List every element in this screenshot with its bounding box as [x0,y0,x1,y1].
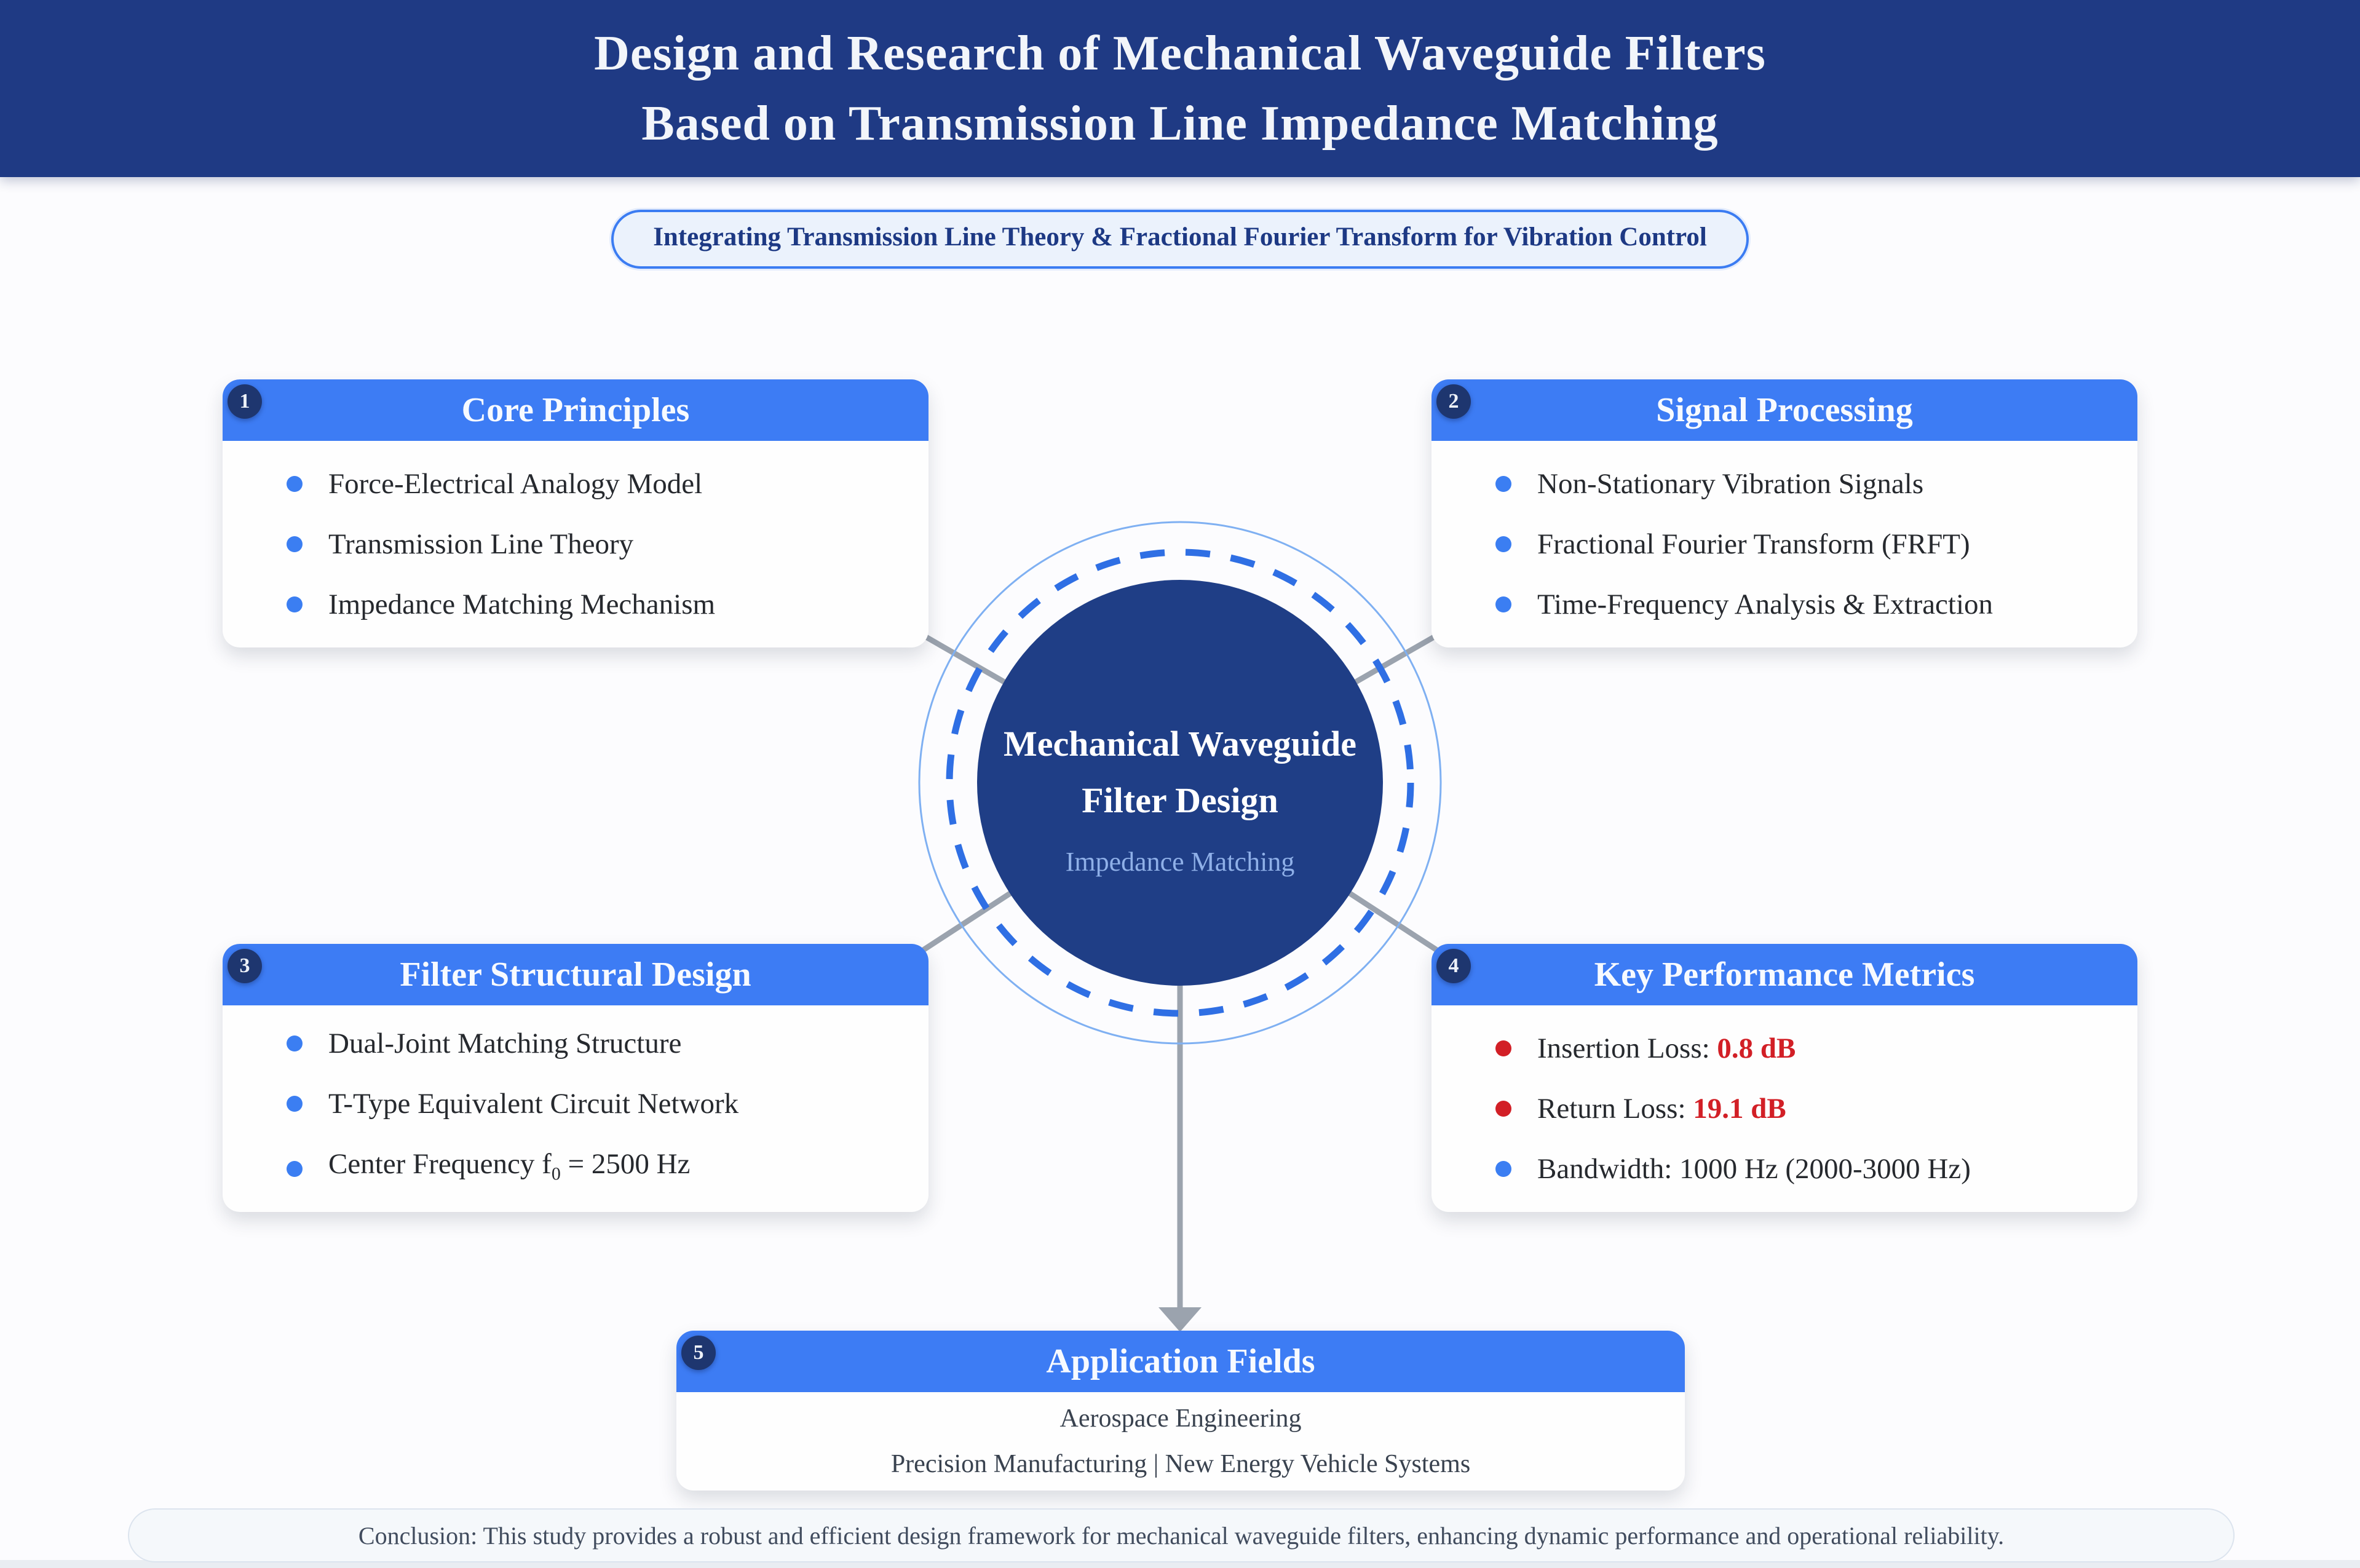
application-line: Aerospace Engineering [1059,1404,1302,1433]
card-title: Filter Structural Design [400,956,751,994]
bullet-dot-icon [287,1095,303,1112]
metric-text: Bandwidth: 1000 Hz (2000-3000 Hz) [1537,1152,1971,1186]
card-signal-processing-body: Non-Stationary Vibration Signals Fractio… [1431,441,2137,647]
card-title: Core Principles [461,391,690,429]
list-item: T-Type Equivalent Circuit Network [287,1087,929,1120]
formula-suffix: = 2500 Hz [560,1147,691,1180]
list-item: Impedance Matching Mechanism [287,588,929,621]
bullet-dot-icon [287,476,303,492]
card-key-performance-metrics-header: 4 Key Performance Metrics [1431,944,2137,1005]
card-title: Key Performance Metrics [1594,956,1975,994]
card-application-fields-body: Aerospace Engineering Precision Manufact… [676,1392,1685,1491]
center-title-line2: Filter Design [1082,780,1278,820]
center-circle [977,580,1383,986]
list-item-text: T-Type Equivalent Circuit Network [328,1087,739,1120]
card-core-principles-header: 1 Core Principles [223,379,929,441]
application-line: Precision Manufacturing | New Energy Veh… [890,1450,1471,1478]
list-item-text: Non-Stationary Vibration Signals [1537,468,1924,500]
list-item: Center Frequency f0 = 2500 Hz [287,1147,929,1190]
list-item: Return Loss: 19.1 dB [1495,1092,2137,1125]
list-item: Fractional Fourier Transform (FRFT) [1495,528,2137,561]
formula-subscript: 0 [551,1163,561,1184]
card-title: Application Fields [1046,1342,1315,1380]
list-item-text: Dual-Joint Matching Structure [328,1027,682,1059]
card-core-principles: 1 Core Principles Force-Electrical Analo… [223,379,929,647]
list-item: Bandwidth: 1000 Hz (2000-3000 Hz) [1495,1152,2137,1186]
list-item: Time-Frequency Analysis & Extraction [1495,588,2137,621]
card-filter-structural-design: 3 Filter Structural Design Dual-Joint Ma… [223,944,929,1212]
bullet-dot-icon [287,1035,303,1051]
card-key-performance-metrics-body: Insertion Loss: 0.8 dB Return Loss: 19.1… [1431,1005,2137,1212]
metric-value: 0.8 dB [1717,1032,1796,1064]
bullet-dot-icon [1495,1101,1511,1117]
number-badge: 1 [228,384,262,419]
bullet-dot-icon [287,596,303,612]
list-item: Non-Stationary Vibration Signals [1495,467,2137,501]
list-item-text: Transmission Line Theory [328,528,634,560]
number-badge: 2 [1436,384,1471,419]
number-badge: 4 [1436,949,1471,983]
outer-ring [918,521,1442,1045]
page-header: Design and Research of Mechanical Wavegu… [0,0,2360,177]
bullet-dot-icon [287,1160,303,1177]
list-item: Transmission Line Theory [287,528,929,561]
metric-text: Return Loss: 19.1 dB [1537,1092,1786,1125]
conclusion-text: Conclusion: This study provides a robust… [358,1521,2005,1550]
list-item-text: Fractional Fourier Transform (FRFT) [1537,528,1970,560]
metric-label: Return Loss: [1537,1093,1693,1125]
subtitle-banner: Integrating Transmission Line Theory & F… [611,210,1749,269]
list-item-text: Center Frequency f0 = 2500 Hz [328,1147,690,1190]
page-title-line1: Design and Research of Mechanical Wavegu… [594,26,1766,81]
formula-prefix: Center Frequency f [328,1147,552,1180]
page-title-line2: Based on Transmission Line Impedance Mat… [641,97,1719,151]
bullet-dot-icon [1495,476,1511,492]
card-title: Signal Processing [1656,391,1913,429]
metric-value: 19.1 dB [1693,1093,1786,1125]
card-key-performance-metrics: 4 Key Performance Metrics Insertion Loss… [1431,944,2137,1212]
dashed-ring [946,548,1414,1017]
list-item-text: Impedance Matching Mechanism [328,588,716,620]
metric-label: Bandwidth: 1000 Hz (2000-3000 Hz) [1537,1153,1971,1185]
subtitle-banner-wrap: Integrating Transmission Line Theory & F… [0,210,2360,269]
card-filter-structural-design-header: 3 Filter Structural Design [223,944,929,1005]
number-badge: 3 [228,949,262,983]
card-signal-processing: 2 Signal Processing Non-Stationary Vibra… [1431,379,2137,647]
metric-text: Insertion Loss: 0.8 dB [1537,1032,1796,1065]
card-core-principles-body: Force-Electrical Analogy Model Transmiss… [223,441,929,647]
card-application-fields: 5 Application Fields Aerospace Engineeri… [676,1331,1685,1491]
list-item-text: Force-Electrical Analogy Model [328,468,703,500]
card-filter-structural-design-body: Dual-Joint Matching Structure T-Type Equ… [223,1005,929,1212]
bullet-dot-icon [1495,1040,1511,1056]
card-application-fields-header: 5 Application Fields [676,1331,1685,1392]
list-item-text: Time-Frequency Analysis & Extraction [1537,588,1994,620]
list-item: Force-Electrical Analogy Model [287,467,929,501]
card-signal-processing-header: 2 Signal Processing [1431,379,2137,441]
conclusion-bar: Conclusion: This study provides a robust… [128,1508,2235,1562]
list-item: Insertion Loss: 0.8 dB [1495,1032,2137,1065]
arrow-head-icon [1158,1307,1202,1332]
bullet-dot-icon [287,536,303,552]
center-subtitle: Impedance Matching [1065,847,1295,877]
bullet-dot-icon [1495,596,1511,612]
bullet-dot-icon [1495,1161,1511,1177]
list-item: Dual-Joint Matching Structure [287,1027,929,1060]
center-title-line1: Mechanical Waveguide [1003,724,1357,764]
number-badge: 5 [681,1336,716,1370]
metric-label: Insertion Loss: [1537,1032,1717,1064]
center-node: Mechanical Waveguide Filter Design Imped… [934,716,1426,879]
bullet-dot-icon [1495,536,1511,552]
